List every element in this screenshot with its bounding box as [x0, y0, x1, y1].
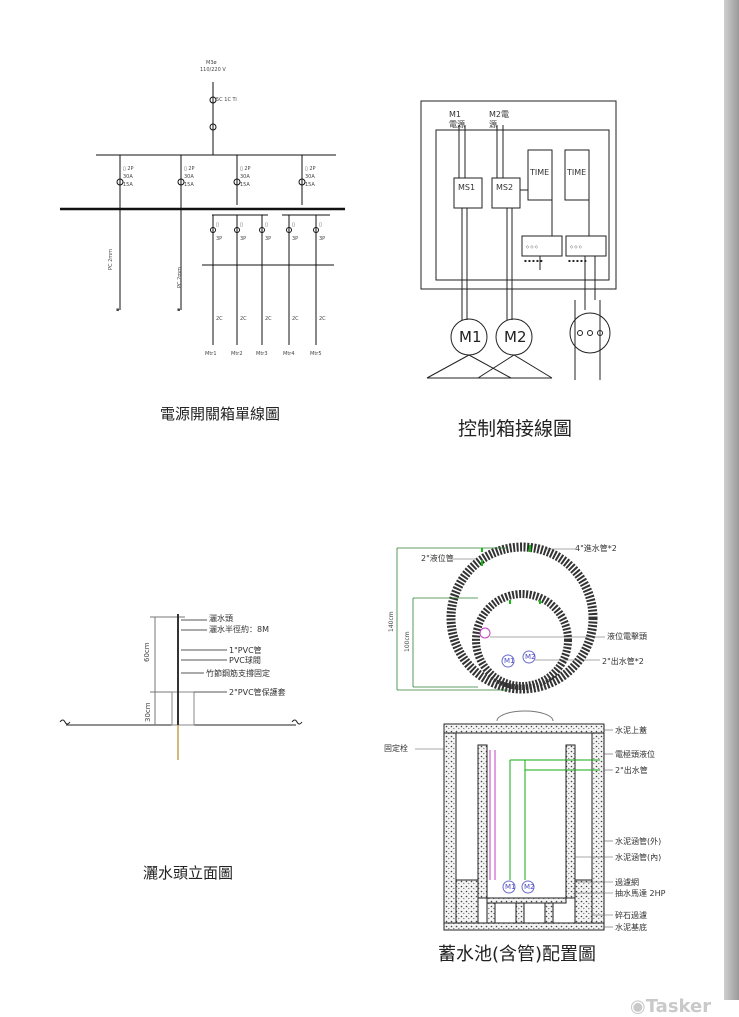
section-label-gravel: 碎石過濾 — [615, 911, 647, 920]
section-label-outlet: 2"出水管 — [615, 766, 648, 775]
sprinkler-label-head: 灑水頭 — [209, 614, 233, 623]
section-label-inner-culvert: 水泥涵管(內) — [615, 853, 662, 862]
svg-text:3P: 3P — [292, 236, 298, 242]
section-pump1-label: M1 — [505, 883, 516, 891]
section-label-electrode: 電極頭液位 — [615, 750, 655, 759]
svg-text:2C: 2C — [240, 316, 247, 322]
output-label-1: Mtr1 — [205, 351, 217, 357]
sprinkler-label-pipe: 1"PVC管 — [229, 646, 262, 655]
m1-power-label-1: M1 — [449, 110, 461, 119]
section-label-base: 水泥基底 — [615, 923, 647, 932]
tank-label-outlet: 2"出水管*2 — [602, 657, 644, 666]
sprinkler-caption: 灑水頭立面圖 — [143, 864, 234, 882]
main-cable-label: 5C 1C Ti — [216, 97, 237, 103]
svg-text:15A: 15A — [240, 182, 250, 188]
motor2-label: M2 — [504, 328, 527, 346]
sprinkler-label-radius: 灑水半徑約：8M — [209, 625, 269, 634]
svg-text:▪ ▪ ▪ ▪ ▪: ▪ ▪ ▪ ▪ ▪ — [524, 258, 543, 263]
svg-text:▯ 2P: ▯ 2P — [123, 166, 134, 172]
svg-text:▯: ▯ — [319, 222, 322, 228]
output-label-2: Mtr2 — [231, 351, 243, 357]
sprinkler-label-valve: PVC球閥 — [229, 656, 261, 665]
tank-label-level-pipe: 2"液位管 — [421, 554, 454, 563]
svg-text:30A: 30A — [123, 174, 133, 180]
tank-label-inlet: 4"進水管*2 — [575, 544, 617, 553]
svg-text:◇ ◇ ◇: ◇ ◇ ◇ — [570, 244, 583, 249]
control-caption: 控制箱接線圖 — [458, 418, 573, 440]
section-label-pump: 抽水馬達 2HP — [615, 889, 666, 898]
source-label: M3ø — [206, 60, 217, 66]
section-pump2-label: M2 — [524, 883, 535, 891]
m2-power-label-1: M2電 — [489, 110, 509, 119]
svg-text:15A: 15A — [305, 182, 315, 188]
section-label-cover: 水泥上蓋 — [615, 726, 647, 735]
svg-text:2C: 2C — [319, 316, 326, 322]
ms2-label: MS2 — [496, 183, 514, 192]
svg-text:▯: ▯ — [240, 222, 243, 228]
svg-text:◇ ◇ ◇: ◇ ◇ ◇ — [526, 244, 539, 249]
svg-text:2C: 2C — [216, 316, 223, 322]
timer1-label: TIME — [530, 168, 550, 177]
svg-text:▪ ▪ ▪ ▪ ▪: ▪ ▪ ▪ ▪ ▪ — [568, 258, 587, 263]
svg-text:30A: 30A — [240, 174, 250, 180]
svg-text:3P: 3P — [240, 236, 246, 242]
source-voltage: 110/220 V — [200, 67, 226, 73]
m2-power-label-2: 源 — [489, 120, 497, 129]
motor1-label: M1 — [459, 328, 482, 346]
tank-dim-inner: 100cm — [404, 631, 411, 652]
tank-caption: 蓄水池(含管)配置圖 — [438, 944, 597, 965]
tank-dim-outer: 140cm — [388, 611, 395, 632]
m1-power-label-2: 電源 — [449, 120, 465, 129]
tank-label-electrode: 液位電擊頭 — [607, 632, 647, 641]
section-label-outer-culvert: 水泥涵管(外) — [615, 837, 662, 846]
single-line-caption: 電源開關箱單線圖 — [160, 405, 281, 423]
ms1-label: MS1 — [458, 183, 476, 192]
output-label-4: Mtr4 — [283, 351, 295, 357]
plan-pump1-label: M1 — [504, 657, 515, 665]
drawing-page: ▯ 2P 30A 15A ▯ 2P 30A 15A ▯ 2P 30A 15A ▯ 2P 30A… — [59, 60, 666, 965]
svg-text:2C: 2C — [265, 316, 272, 322]
svg-text:▯ 2P: ▯ 2P — [305, 166, 316, 172]
svg-text:3P: 3P — [216, 236, 222, 242]
svg-text:15A: 15A — [184, 182, 194, 188]
branch-end-2: ▪ — [177, 307, 181, 313]
svg-text:3P: 3P — [265, 236, 271, 242]
branch-end-1: ▪ — [116, 307, 120, 313]
sprinkler-label-sleeve: 2"PVC管保護套 — [229, 688, 286, 697]
svg-text:15A: 15A — [123, 182, 133, 188]
svg-text:3P: 3P — [319, 236, 325, 242]
watermark-logo: ◉Tasker — [630, 996, 711, 1017]
svg-text:30A: 30A — [305, 174, 315, 180]
svg-text:▯: ▯ — [216, 222, 219, 228]
sprinkler-label-rebar: 竹節鋼筋支撐固定 — [206, 669, 270, 678]
timer2-label: TIME — [567, 168, 587, 177]
svg-text:2C: 2C — [292, 316, 299, 322]
watermark-text: Tasker — [645, 996, 712, 1017]
plan-pump2-label: M2 — [525, 653, 536, 661]
output-label-3: Mtr3 — [256, 351, 268, 357]
section-label-filter-net: 過濾網 — [615, 878, 639, 887]
svg-text:▯: ▯ — [265, 222, 268, 228]
tank-label-fixing-bolt: 固定栓 — [384, 744, 408, 753]
svg-text:▯ 2P: ▯ 2P — [184, 166, 195, 172]
watermark-icon: ◉ — [630, 996, 646, 1017]
svg-text:30A: 30A — [184, 174, 194, 180]
svg-text:▯ 2P: ▯ 2P — [240, 166, 251, 172]
svg-text:▯: ▯ — [292, 222, 295, 228]
page-edge-shadow — [724, 0, 739, 1000]
output-label-5: Mtr5 — [310, 351, 322, 357]
